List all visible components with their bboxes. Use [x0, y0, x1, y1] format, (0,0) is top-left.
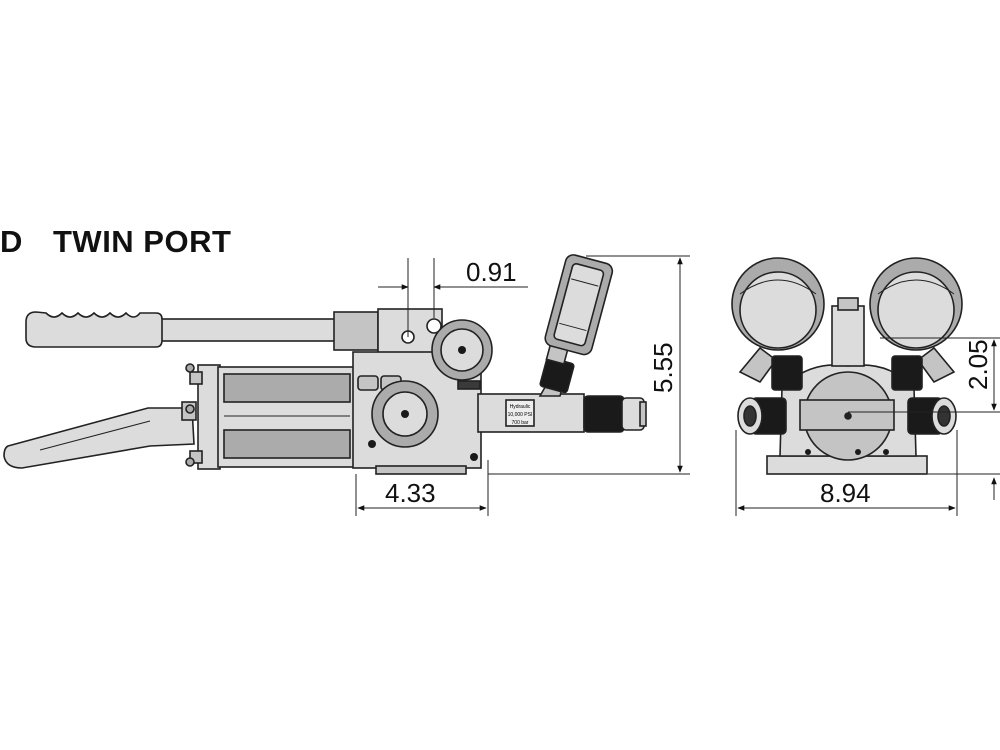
dim-port-height: 2.05: [963, 339, 993, 390]
pressure-gauge-side: [538, 254, 614, 397]
right-coupler: [907, 397, 957, 435]
label-plate-line3: 700 bar: [512, 420, 529, 426]
left-coupler: [737, 397, 787, 435]
release-knob-upper: [431, 319, 493, 381]
pump-handle-lower: [3, 401, 197, 469]
drawing-title: TWIN PORT: [53, 224, 232, 259]
quick-coupler: [583, 395, 647, 433]
side-view-pump: Hydraulic 10,000 PSI 700 bar: [3, 254, 647, 475]
front-view-pump: [731, 257, 963, 475]
manifold-tube: Hydraulic 10,000 PSI 700 bar: [477, 393, 585, 433]
pressure-gauge-right: [869, 257, 963, 391]
dim-base-depth: 4.33: [385, 478, 436, 508]
center-fitting: [831, 305, 865, 367]
label-plate-line2: 10,000 PSI: [508, 412, 533, 418]
reservoir-cylinder: [185, 363, 359, 470]
dim-width: 8.94: [820, 478, 871, 508]
dim-top-offset: 0.91: [466, 257, 517, 287]
view-letter: D: [0, 224, 23, 259]
pump-handle-upper: [25, 308, 443, 354]
dimension-lines: [355, 255, 1000, 516]
label-plate-line1: Hydraulic: [510, 404, 531, 410]
pressure-gauge-left: [731, 257, 825, 391]
selector-knob: [371, 380, 439, 448]
dim-height: 5.55: [648, 342, 678, 393]
